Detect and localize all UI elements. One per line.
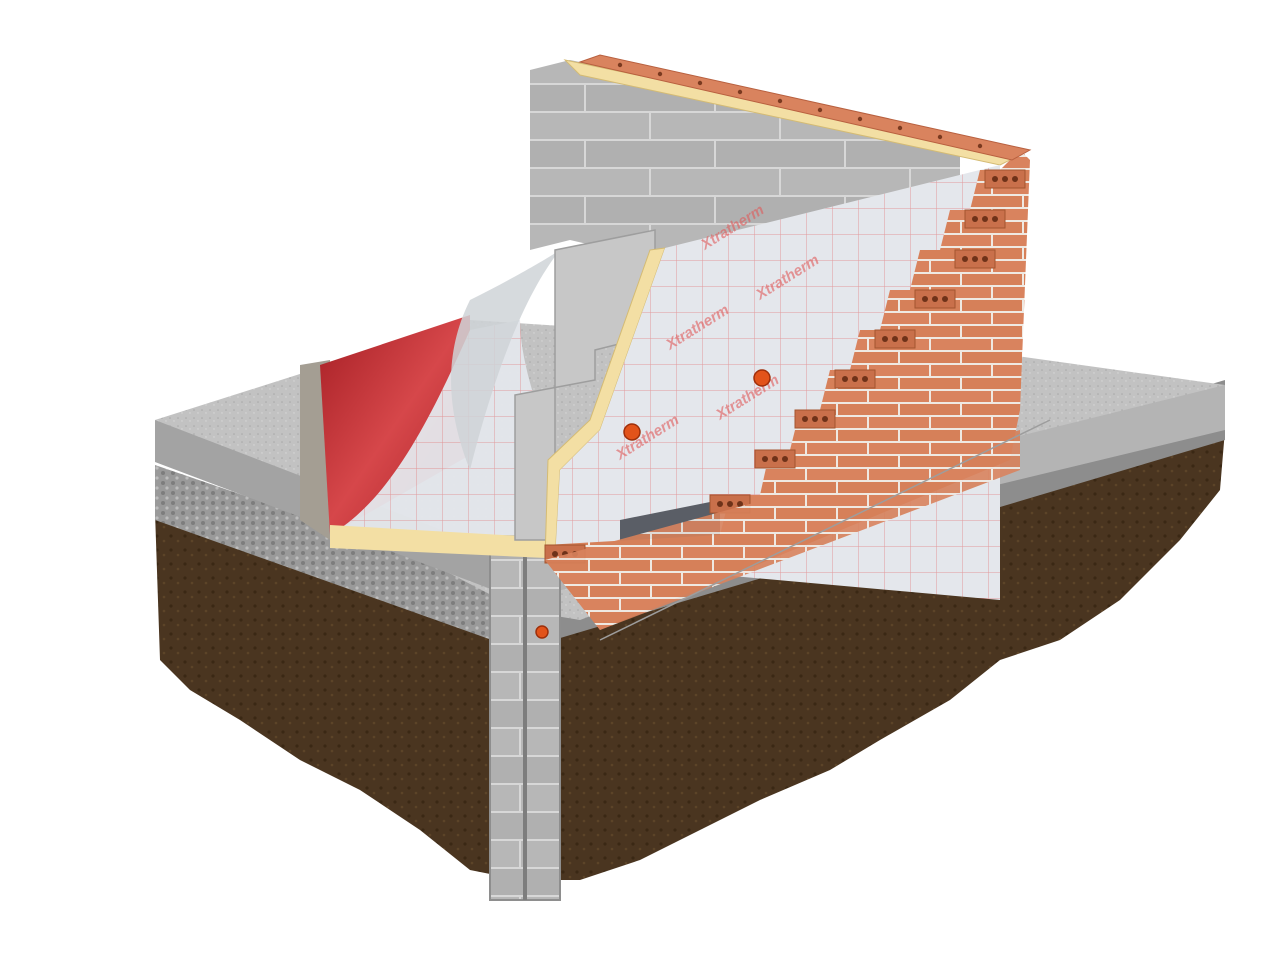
brick-top-course bbox=[578, 54, 1032, 161]
hardcore-layer bbox=[155, 465, 520, 650]
red-membrane bbox=[320, 315, 470, 535]
slab-joint-line bbox=[599, 419, 1051, 641]
wall-tie-2 bbox=[623, 423, 641, 441]
brick-cut-ends bbox=[544, 169, 1026, 564]
ground-soil-front bbox=[155, 512, 520, 880]
floor-insulation-yellow bbox=[330, 525, 590, 560]
ground-soil-side bbox=[520, 430, 1225, 880]
wall-tie-3 bbox=[535, 625, 549, 639]
wall-tie-1 bbox=[753, 369, 771, 387]
brick-base-courses bbox=[545, 430, 1020, 630]
brick-holes-top bbox=[617, 62, 983, 149]
dpm-curve bbox=[451, 250, 560, 470]
